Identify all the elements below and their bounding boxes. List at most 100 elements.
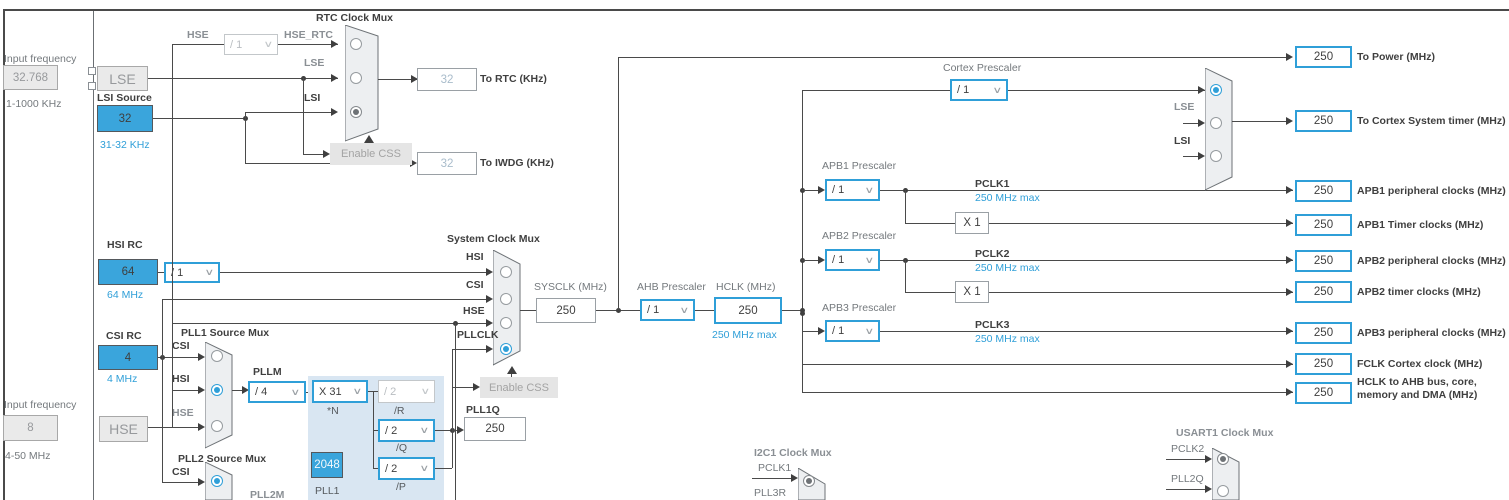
lsi-source-label: LSI Source bbox=[97, 92, 152, 104]
to-cortex-timer-value-box[interactable]: 250 bbox=[1295, 110, 1352, 132]
hsi-divider-dropdown[interactable]: / 1 ∨ bbox=[164, 262, 220, 283]
i2c1-pclk1-input-label: PCLK1 bbox=[758, 462, 792, 474]
to-cortex-timer-label: To Cortex System timer (MHz) bbox=[1357, 115, 1506, 127]
pll1-r-dropdown[interactable]: / 2 ∨ bbox=[378, 380, 435, 403]
hsi-divider-value: / 1 bbox=[171, 266, 184, 279]
apb2-peripheral-value-box[interactable]: 250 bbox=[1295, 250, 1352, 272]
pll2m-label: PLL2M bbox=[250, 489, 285, 500]
pll1-r-caption: /R bbox=[394, 405, 405, 417]
usart1-clock-mux-title: USART1 Clock Mux bbox=[1176, 427, 1274, 439]
pll1-p-dropdown[interactable]: / 2∨ bbox=[378, 457, 435, 480]
pll1-mux-radio-hse[interactable] bbox=[211, 420, 223, 432]
to-iwdg-value-box: 32 bbox=[417, 152, 477, 175]
hclk-ahb-value-box[interactable]: 250 bbox=[1295, 382, 1352, 404]
hsi-rc-value-box[interactable]: 64 bbox=[98, 259, 158, 285]
i2c1-mux-radio-pclk1[interactable] bbox=[803, 475, 815, 487]
rtc-lse-input-label: LSE bbox=[304, 57, 325, 69]
timer-mux-radio-lsi[interactable] bbox=[1210, 150, 1222, 162]
pll1-vco-value-box: 2048 bbox=[311, 452, 343, 478]
rtc-enable-css-button[interactable]: Enable CSS bbox=[330, 143, 412, 165]
fclk-cortex-label: FCLK Cortex clock (MHz) bbox=[1357, 358, 1483, 370]
pll1-r-value: / 2 bbox=[384, 385, 397, 398]
apb3-peripheral-value-box[interactable]: 250 bbox=[1295, 322, 1352, 344]
sys-mux-radio-hse[interactable] bbox=[500, 317, 512, 329]
rtc-mux-radio-hse[interactable] bbox=[350, 38, 362, 50]
sysclk-value-box: 250 bbox=[536, 298, 596, 323]
sys-mux-radio-hsi[interactable] bbox=[500, 266, 512, 278]
hse-input-frequency-field[interactable]: 8 bbox=[3, 415, 58, 441]
timer-mux-radio-lse[interactable] bbox=[1210, 117, 1222, 129]
chevron-down-icon: ∨ bbox=[204, 267, 215, 277]
apb2-timer-value-box[interactable]: 250 bbox=[1295, 281, 1352, 303]
rtc-mux-radio-lsi[interactable] bbox=[350, 106, 362, 118]
lse-pin-bottom bbox=[88, 82, 96, 90]
csi-rc-value-box[interactable]: 4 bbox=[98, 345, 158, 370]
pllm-value: / 4 bbox=[255, 386, 268, 398]
pll1-source-mux-title: PLL1 Source Mux bbox=[181, 327, 270, 339]
cortex-prescaler-dropdown[interactable]: / 1∨ bbox=[950, 79, 1008, 101]
chevron-down-icon: ∨ bbox=[992, 84, 1003, 95]
pclk1-max-label: 250 MHz max bbox=[975, 192, 1040, 204]
pll1q-value-box: 250 bbox=[464, 417, 526, 441]
pllm-dropdown[interactable]: / 4∨ bbox=[248, 381, 306, 403]
apb1-timer-label: APB1 Timer clocks (MHz) bbox=[1357, 219, 1484, 231]
pll1-n-caption: *N bbox=[327, 405, 339, 417]
usart1-mux-radio-pll2q[interactable] bbox=[1217, 485, 1229, 497]
usart1-mux-radio-pclk2[interactable] bbox=[1217, 453, 1229, 465]
apb2-prescaler-label: APB2 Prescaler bbox=[822, 230, 897, 242]
pclk2-label: PCLK2 bbox=[975, 248, 1010, 260]
pll1-mux-radio-hsi[interactable] bbox=[211, 384, 223, 396]
frame-left-border bbox=[3, 9, 5, 500]
hclk-value-box[interactable]: 250 bbox=[714, 297, 782, 324]
ahb-prescaler-dropdown[interactable]: / 1 ∨ bbox=[640, 299, 695, 321]
pll1-block-label: PLL1 bbox=[315, 485, 340, 497]
hsi-frequency-label: 64 MHz bbox=[107, 289, 144, 301]
hse-source-box[interactable]: HSE bbox=[99, 416, 148, 442]
lsi-value-box[interactable]: 32 bbox=[97, 105, 153, 132]
pclk3-max-label: 250 MHz max bbox=[975, 333, 1040, 345]
timer-mux-radio-cortex[interactable] bbox=[1210, 84, 1222, 96]
apb1-timer-value-box[interactable]: 250 bbox=[1295, 214, 1352, 236]
apb3-prescaler-dropdown[interactable]: / 1∨ bbox=[825, 320, 880, 342]
lse-source-box[interactable]: LSE bbox=[97, 66, 148, 91]
pll1-p-caption: /P bbox=[396, 481, 406, 493]
apb1-peripheral-value-box[interactable]: 250 bbox=[1295, 180, 1352, 202]
apb1-prescaler-dropdown[interactable]: / 1 ∨ bbox=[825, 179, 880, 201]
pll2-source-mux-title: PLL2 Source Mux bbox=[178, 453, 267, 465]
lse-input-frequency-field[interactable]: 32.768 bbox=[3, 65, 58, 90]
fclk-cortex-value-box[interactable]: 250 bbox=[1295, 353, 1352, 375]
timer-mux-lse-label: LSE bbox=[1174, 101, 1195, 113]
pll2-mux-radio-csi[interactable] bbox=[211, 475, 223, 487]
chevron-down-icon: ∨ bbox=[420, 386, 431, 396]
to-power-label: To Power (MHz) bbox=[1357, 51, 1435, 63]
rtc-mux-radio-lse[interactable] bbox=[350, 72, 362, 84]
sys-csi-input-label: CSI bbox=[466, 279, 484, 291]
apb1-prescaler-value: / 1 bbox=[832, 184, 845, 196]
ahb-prescaler-label: AHB Prescaler bbox=[637, 281, 706, 293]
sys-mux-radio-csi[interactable] bbox=[500, 293, 512, 305]
apb2-timer-multiplier-box: X 1 bbox=[955, 281, 989, 303]
pll1-hse-input-label: HSE bbox=[172, 407, 194, 419]
rtc-hse-input-label: HSE bbox=[187, 29, 209, 41]
chevron-down-icon: ∨ bbox=[679, 304, 690, 315]
to-power-value-box[interactable]: 250 bbox=[1295, 46, 1352, 68]
apb2-prescaler-dropdown[interactable]: / 1∨ bbox=[825, 249, 880, 271]
apb3-prescaler-value: / 1 bbox=[832, 325, 845, 337]
hse-rtc-label: HSE_RTC bbox=[284, 29, 334, 41]
pll1-hsi-input-label: HSI bbox=[172, 373, 190, 385]
pll1-mux-radio-csi[interactable] bbox=[211, 350, 223, 362]
to-iwdg-label: To IWDG (KHz) bbox=[480, 157, 554, 169]
csi-frequency-label: 4 MHz bbox=[107, 373, 138, 385]
ahb-prescaler-value: / 1 bbox=[647, 304, 660, 316]
i2c1-clock-mux-title: I2C1 Clock Mux bbox=[754, 447, 832, 459]
rtc-hse-divider-dropdown[interactable]: / 1∨ bbox=[224, 34, 278, 55]
sys-enable-css-button[interactable]: Enable CSS bbox=[480, 377, 558, 398]
sys-mux-radio-pllclk[interactable] bbox=[500, 343, 512, 355]
sys-hse-input-label: HSE bbox=[463, 305, 485, 317]
pll1-q-dropdown[interactable]: / 2∨ bbox=[378, 419, 435, 442]
pll1-n-dropdown[interactable]: X 31∨ bbox=[312, 380, 368, 403]
hclk-ahb-label: HCLK to AHB bus, core, memory and DMA (M… bbox=[1357, 376, 1478, 402]
chevron-down-icon: ∨ bbox=[864, 184, 875, 195]
apb1-prescaler-label: APB1 Prescaler bbox=[822, 160, 897, 172]
